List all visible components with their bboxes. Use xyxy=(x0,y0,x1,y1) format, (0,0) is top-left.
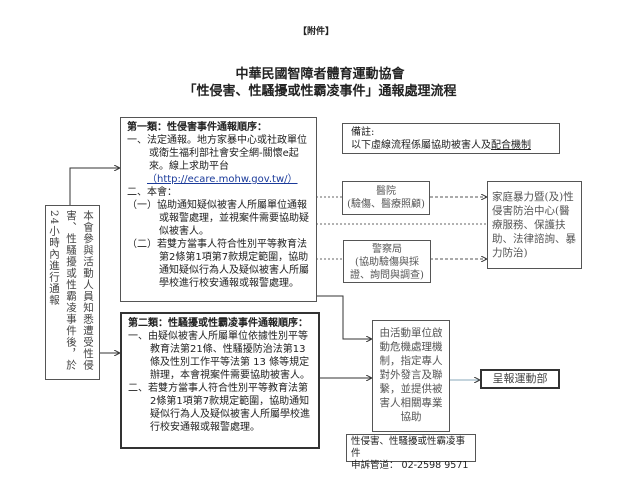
note-label: 備註: xyxy=(351,127,375,138)
police-box: 警察局 (協助驗傷與採證、詢問與調查) xyxy=(343,240,431,283)
attachment-label: 【附件】 xyxy=(298,27,335,37)
hospital-box: 醫院 (驗傷、醫療照顧) xyxy=(342,181,430,215)
type2-box: 第二類：性騷擾或性霸凌事件通報順序： 一、由疑似被害人所屬單位依據性別平等教育法… xyxy=(120,312,320,449)
type1-box: 第一類：性侵害事件通報順序： 一、法定通報。地方家暴中心或社政單位或衛生福利部社… xyxy=(120,117,317,302)
type1-heading: 第一類：性侵害事件通報順序： xyxy=(127,122,267,133)
type1-item2: 二、本會： xyxy=(127,187,177,198)
report-ministry-box: 呈報運動部 xyxy=(480,369,560,389)
note-text-underlined: 配合機制 xyxy=(491,140,531,151)
type2-heading: 第二類：性騷擾或性霸凌事件通報順序： xyxy=(128,318,308,329)
complaint-channel-box: 性侵害、性騷擾或性霸凌事件 申訴管道： 02-2598 9571 xyxy=(346,434,476,471)
family-violence-center-box: 家庭暴力暨(及)性侵害防治中心(醫療服務、保護扶助、法律諮詢、暴力防治) xyxy=(487,181,582,269)
note-text: 以下虛線流程係屬協助被害人及 xyxy=(351,140,491,151)
note-box: 備註: 以下虛線流程係屬協助被害人及配合機制 xyxy=(342,123,560,154)
complaint-line1: 性侵害、性騷擾或性霸凌事件 xyxy=(351,436,466,459)
police-name: 警察局 xyxy=(372,244,402,255)
police-desc: (協助驗傷與採證、詢問與調查) xyxy=(350,257,424,281)
type1-item1: 一、法定通報。地方家暴中心或社政單位或衛生福利部社會安全網-關懷e起來。線上求助… xyxy=(127,135,307,172)
page-title-org: 中華民國智障者體育運動協會 xyxy=(235,67,405,82)
complaint-phone: 申訴管道： 02-2598 9571 xyxy=(351,460,469,471)
type2-item2: 二、若雙方當事人符合性別平等教育法第2條第1項第7款規定範圍，協助通知疑似行為人… xyxy=(128,383,310,433)
left-trigger-box: 本會參與活動人員知悉遭受性侵害、性騷擾或性霸凌事件後，於24小時內進行通報 xyxy=(45,205,100,380)
hospital-desc: (驗傷、醫療照顧) xyxy=(347,199,425,210)
type2-item1: 一、由疑似被害人所屬單位依據性別平等教育法第21條、性騷擾防治法第13條及性別工… xyxy=(128,331,310,381)
page-title-flow: 「性侵害、性騷擾或性霸凌事件」通報處理流程 xyxy=(183,84,457,99)
type1-sub1: （一）協助通知疑似被害人所屬單位通報或報警處理，並視案件需要協助疑似被害人。 xyxy=(127,200,309,237)
hospital-name: 醫院 xyxy=(376,186,396,197)
ecare-link[interactable]: （http://ecare.mohw.gov.tw/） xyxy=(147,174,298,185)
type1-sub2: （二）若雙方當事人符合性別平等教育法第2條第1項第7款規定範圍，協助通知疑似行為… xyxy=(127,239,309,289)
arrow-to-type1 xyxy=(69,168,119,205)
type1-to-crisis xyxy=(316,295,371,339)
crisis-handling-box: 由活動單位啟動危機處理機制，指定專人對外發言及聯繫，並提供被害人相關專業協助 xyxy=(372,320,450,432)
